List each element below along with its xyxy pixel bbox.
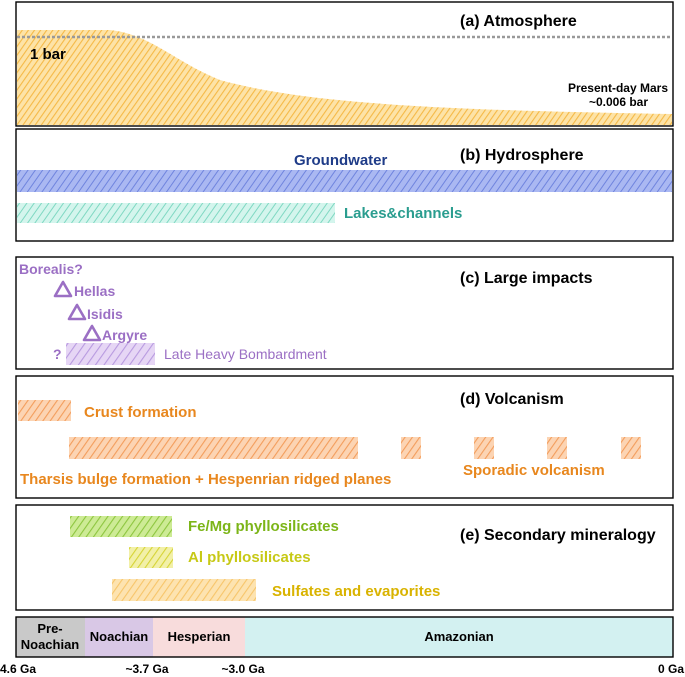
panel-c-frame — [15, 256, 674, 370]
panel-secondary-mineralogy: (e) Secondary mineralogy Fe/Mg phyllosil… — [15, 504, 674, 611]
panel-large-impacts: (c) Large impacts Borealis? Hellas Isidi… — [15, 256, 674, 370]
isidis-label: Isidis — [87, 306, 123, 322]
axis-tick-3-0ga: ~3.0 Ga — [221, 662, 264, 676]
isidis-triangle-icon — [67, 303, 87, 321]
al-phyllosilicates-bar — [129, 547, 173, 568]
sporadic-volcanism-label: Sporadic volcanism — [463, 462, 605, 479]
axis-tick-0ga: 0 Ga — [658, 662, 684, 676]
atmosphere-title: (a) Atmosphere — [460, 13, 577, 30]
lhb-question-label: ? — [53, 346, 62, 362]
sulfates-evaporites-bar — [112, 579, 256, 601]
era-hesperian — [153, 617, 245, 657]
panel-e-frame — [15, 504, 674, 611]
groundwater-label: Groundwater — [294, 152, 388, 169]
hydrosphere-title: (b) Hydrosphere — [460, 147, 584, 164]
axis-tick-3-7ga: ~3.7 Ga — [125, 662, 168, 676]
late-heavy-bombardment-label: Late Heavy Bombardment — [164, 346, 327, 362]
argyre-label: Argyre — [102, 327, 147, 343]
present-day-label: Present-day Mars — [568, 81, 668, 95]
secondary-mineralogy-title: (e) Secondary mineralogy — [460, 527, 656, 544]
one-bar-label: 1 bar — [30, 46, 66, 63]
era-noachian-label: Noachian — [90, 629, 149, 644]
panel-atmosphere: (a) Atmosphere 1 bar Present-day Mars ~0… — [15, 1, 674, 127]
atmosphere-pressure-area — [17, 30, 672, 125]
volcanism-title: (d) Volcanism — [460, 391, 564, 408]
femg-phyllosilicates-label: Fe/Mg phyllosilicates — [188, 518, 339, 535]
sporadic-bar-2 — [474, 437, 494, 459]
al-phyllosilicates-label: Al phyllosilicates — [188, 549, 311, 566]
femg-phyllosilicates-bar — [70, 516, 172, 537]
axis-tick-4-6ga: 4.6 Ga — [0, 662, 36, 676]
era-amazonian — [245, 617, 673, 657]
tharsis-bar — [69, 437, 358, 459]
timeline-frame — [15, 616, 674, 658]
panel-b-frame — [15, 128, 674, 242]
sporadic-bar-1 — [401, 437, 421, 459]
era-prenoachian — [16, 617, 85, 657]
era-prenoachian-label-1: Pre- — [37, 621, 62, 636]
argyre-triangle-icon — [82, 324, 102, 342]
sporadic-bar-4 — [621, 437, 641, 459]
era-hesperian-label: Hesperian — [168, 629, 231, 644]
era-prenoachian-label-2: Noachian — [21, 637, 80, 652]
tharsis-label: Tharsis bulge formation + Hespenrian rid… — [20, 471, 391, 488]
lakes-channels-label: Lakes&channels — [344, 205, 462, 222]
crust-formation-bar — [18, 400, 71, 421]
panel-a-frame — [15, 1, 674, 127]
panel-hydrosphere: (b) Hydrosphere Groundwater Lakes&channe… — [15, 128, 674, 242]
present-day-pressure: ~0.006 bar — [589, 95, 648, 109]
borealis-label: Borealis? — [19, 261, 83, 277]
panel-d-frame — [15, 375, 674, 499]
hellas-label: Hellas — [74, 283, 115, 299]
groundwater-bar — [17, 170, 672, 192]
hellas-triangle-icon — [53, 280, 73, 298]
era-timeline: Pre- Noachian Noachian Hesperian Amazoni… — [0, 616, 684, 676]
crust-formation-label: Crust formation — [84, 404, 197, 421]
era-amazonian-label: Amazonian — [424, 629, 493, 644]
late-heavy-bombardment-bar — [66, 343, 155, 365]
lakes-channels-bar — [17, 203, 335, 223]
sporadic-bar-3 — [547, 437, 567, 459]
large-impacts-title: (c) Large impacts — [460, 270, 593, 287]
panel-volcanism: (d) Volcanism Crust formation Tharsis bu… — [15, 375, 674, 499]
sulfates-evaporites-label: Sulfates and evaporites — [272, 583, 440, 600]
era-noachian — [85, 617, 153, 657]
